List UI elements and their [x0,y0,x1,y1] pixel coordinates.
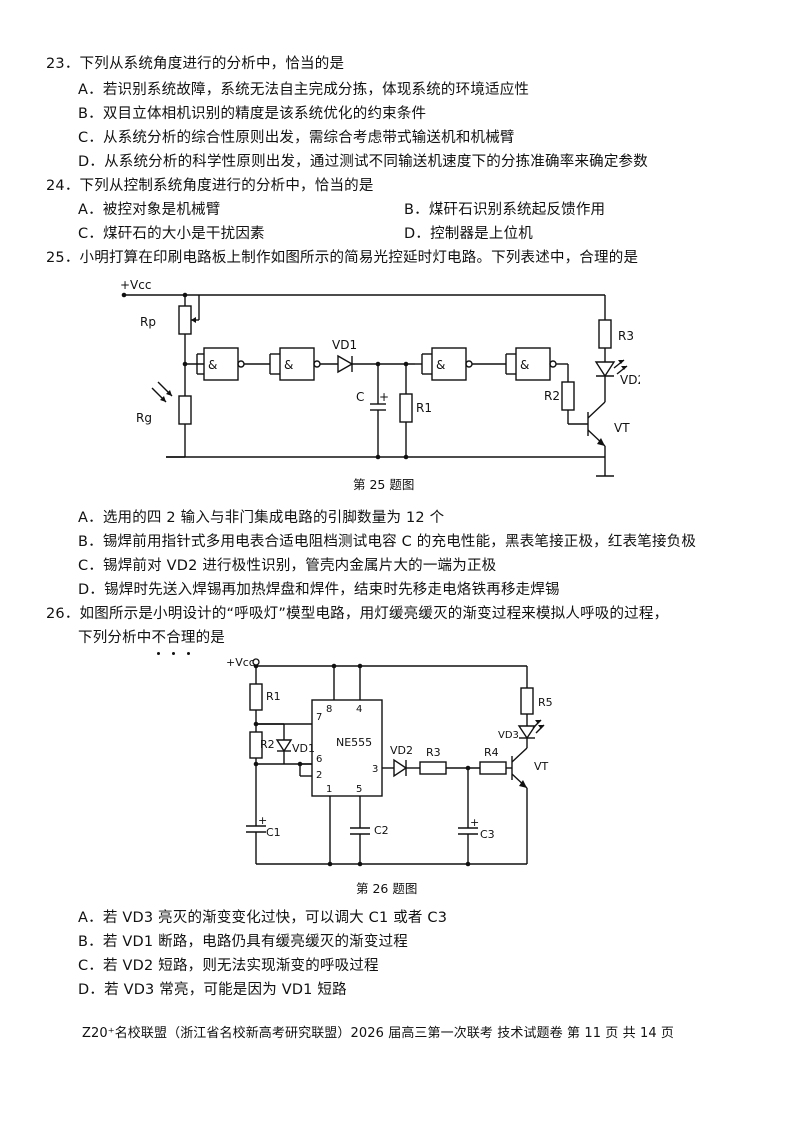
label-r2: R2 [260,738,275,751]
q25-option-c: C．锡焊前对 VD2 进行极性识别，管壳内金属片大的一端为正极 [78,558,497,574]
emphasis-dot [156,652,160,655]
q23-stem: 23．下列从系统角度进行的分析中，恰当的是 [46,56,345,72]
q26-stem: 26．如图所示是小明设计的“呼吸灯”模型电路，用灯缓亮缓灭的渐变过程来模拟人呼吸… [46,606,669,622]
pin-7: 7 [316,712,322,723]
label-c3: C3 [480,828,495,841]
label-r5: R5 [538,696,553,709]
emphasis-dot [186,652,190,655]
q26-figure-caption: 第 26 题图 [356,881,418,896]
q26-option-b: B．若 VD1 断路，电路仍具有缓亮缓灭的渐变过程 [78,934,408,950]
q26-stem2-pre: 下列分析中 [78,630,152,646]
q25-option-b: B．锡焊前用指针式多用电表合适电阻档测试电容 C 的充电性能，黑表笔接正极，红表… [78,534,697,550]
q25-circuit-diagram: +Vcc Rp Rg & & & & VD1 C + R1 R2 R3 VD2 … [120,278,640,477]
pin-3: 3 [372,764,378,775]
label-vd1: VD1 [292,742,315,755]
q25-stem: 25．小明打算在印刷电路板上制作如图所示的简易光控延时灯电路。下列表述中，合理的… [46,250,639,266]
label-c1: C1 [266,826,281,839]
pin-2: 2 [316,770,322,781]
label-vcc: +Vcc [226,656,255,669]
q26-circuit-diagram: +Vcc R1 R2 VD1 NE555 8 4 7 6 2 3 1 5 VD2… [226,656,553,867]
q26-option-d: D．若 VD3 常亮，可能是因为 VD1 短路 [78,982,347,998]
label-r4: R4 [484,746,499,759]
pin-8: 8 [326,704,332,715]
label-rp: Rp [140,315,156,329]
q26-emphasis-text: 不合理 [151,630,196,655]
label-r1: R1 [266,690,281,703]
gate-3-symbol: & [436,358,445,372]
label-vcc: +Vcc [120,278,151,292]
q23-option-d: D．从系统分析的科学性原则出发，通过测试不同输送机速度下的分拣准确率来确定参数 [78,154,648,170]
pin-5: 5 [356,784,362,795]
pin-1: 1 [326,784,332,795]
pin-6: 6 [316,754,322,765]
label-vt: VT [614,421,630,435]
q23-option-b: B．双目立体相机识别的精度是该系统优化的约束条件 [78,106,427,122]
label-c3-plus: + [470,816,479,829]
q26-stem-line2: 下列分析中不合理的是 [78,628,226,655]
q24-stem: 24．下列从控制系统角度进行的分析中，恰当的是 [46,178,374,194]
q26-option-a: A．若 VD3 亮灭的渐变变化过快，可以调大 C1 或者 C3 [78,910,448,926]
q26-stem2-emph: 不合理 [151,630,196,646]
gate-4-symbol: & [520,358,529,372]
label-c1-plus: + [258,814,267,827]
label-r3: R3 [618,329,634,343]
q25-option-d: D．锡焊时先送入焊锡再加热焊盘和焊件，结束时先移走电烙铁再移走焊锡 [78,582,560,598]
label-vt: VT [534,760,549,773]
label-rg: Rg [136,411,152,425]
label-vd2: VD2 [390,744,413,757]
gate-2-symbol: & [284,358,293,372]
q25-figure-caption: 第 25 题图 [353,477,415,492]
q24-option-a: A．被控对象是机械臂 [78,202,221,218]
label-r1: R1 [416,401,432,415]
label-c: C [356,390,364,404]
label-vd1: VD1 [332,338,357,352]
q26-option-c: C．若 VD2 短路，则无法实现渐变的呼吸过程 [78,958,379,974]
q24-option-b: B．煤矸石识别系统起反馈作用 [404,202,606,218]
q26-stem2-post: 的是 [195,630,226,646]
label-vd2: VD2 [620,373,640,387]
q23-option-c: C．从系统分析的综合性原则出发，需综合考虑带式输送机和机械臂 [78,130,515,146]
pin-4: 4 [356,704,362,715]
q25-option-a: A．选用的四 2 输入与非门集成电路的引脚数量为 12 个 [78,510,445,526]
label-r2: R2 [544,389,560,403]
label-r3: R3 [426,746,441,759]
label-c2: C2 [374,824,389,837]
label-vd3: VD3 [498,730,519,741]
q24-option-c: C．煤矸石的大小是干扰因素 [78,226,265,242]
q24-option-d: D．控制器是上位机 [404,226,533,242]
emphasis-dot [171,652,175,655]
gate-1-symbol: & [208,358,217,372]
page-footer: Z20⁺名校联盟（浙江省名校新高考研究联盟）2026 届高三第一次联考 技术试题… [82,1026,675,1041]
label-c-plus: + [379,390,389,404]
q23-option-a: A．若识别系统故障，系统无法自主完成分拣，体现系统的环境适应性 [78,82,530,98]
label-ne555: NE555 [336,736,372,749]
